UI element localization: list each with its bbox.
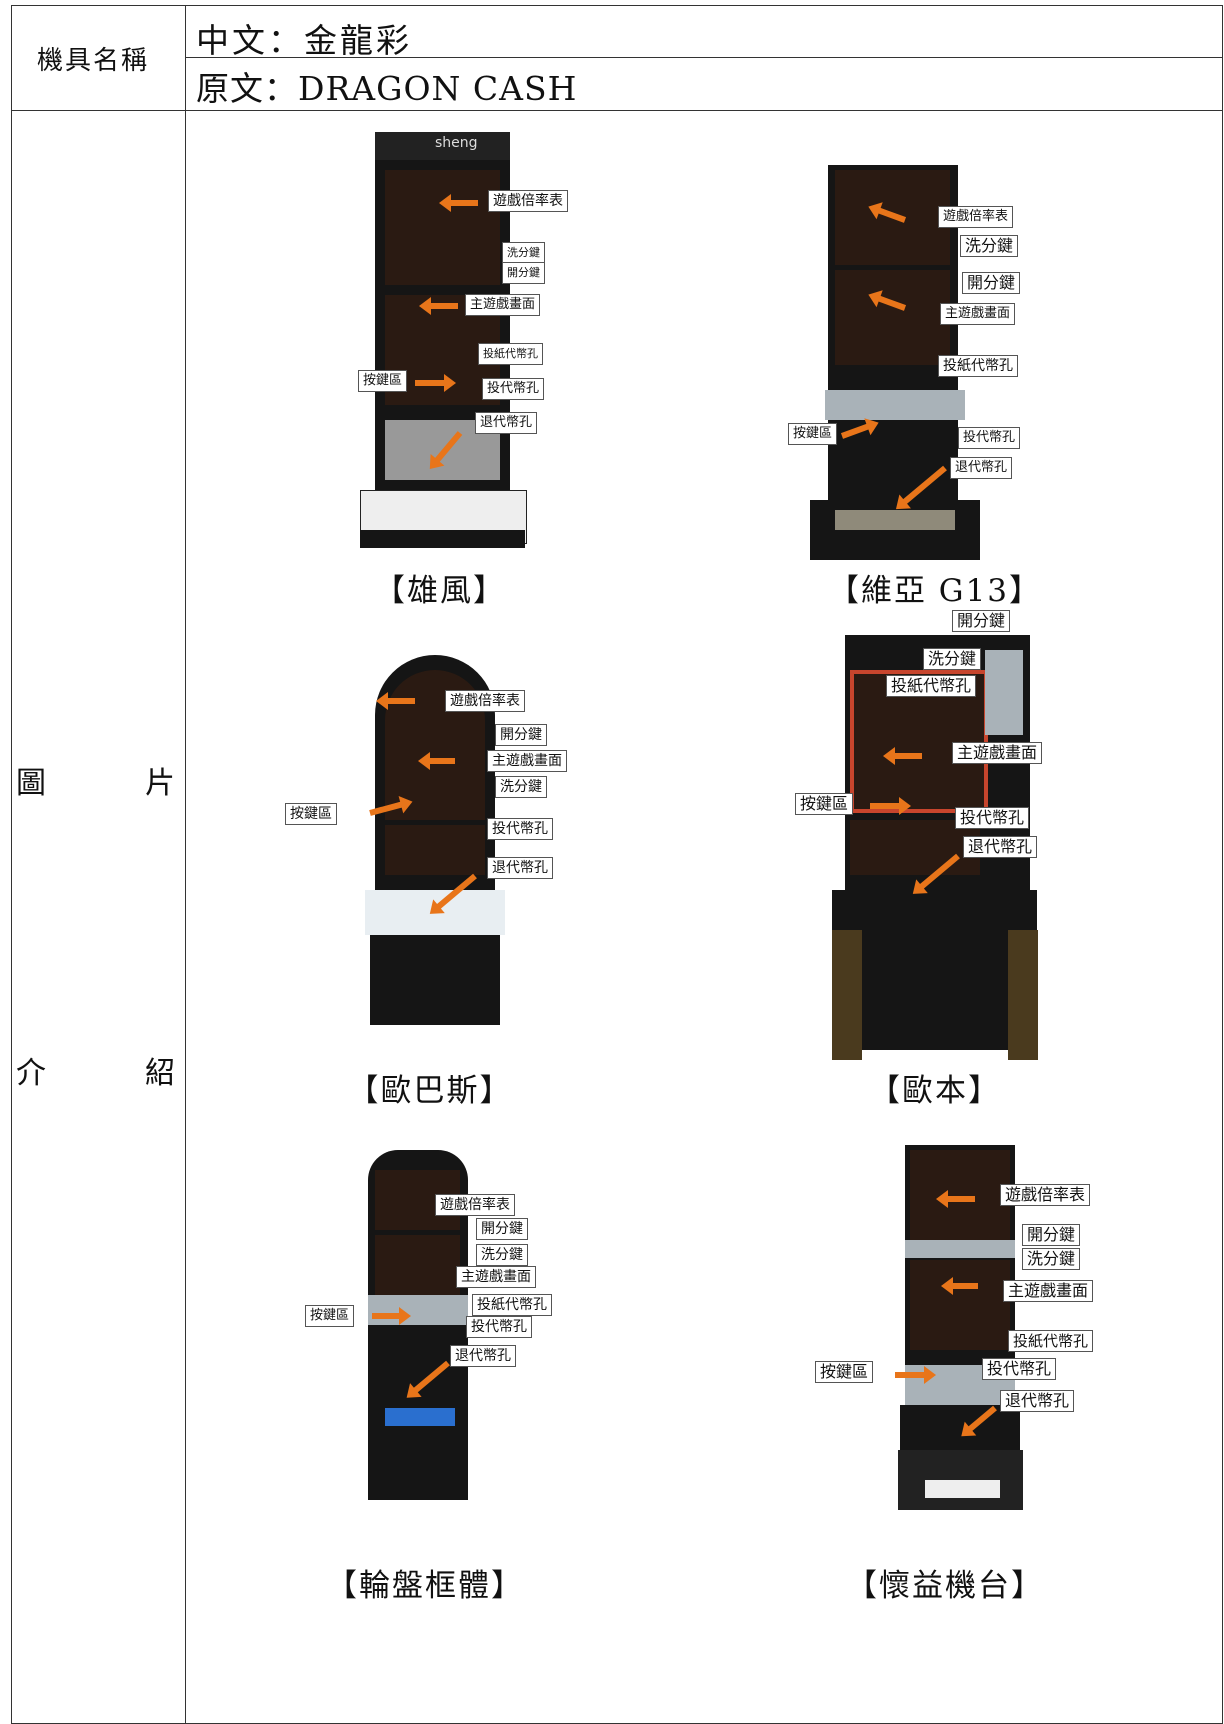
callout-label: 投紙代幣孔 [478, 343, 543, 365]
callout-label: 開分鍵 [1022, 1224, 1081, 1246]
machine-caption: 【歐本】 [869, 1073, 1001, 1109]
machine-caption: 【維亞 G13】 [827, 573, 1043, 609]
callout-label: 退代幣孔 [963, 836, 1038, 858]
callout-label: 投代幣孔 [955, 807, 1030, 829]
brand-logo: sheng [435, 135, 478, 151]
chinese-name: 中文：金龍彩 [196, 21, 412, 60]
machine-name-label: 機具名稱 [37, 46, 150, 76]
callout-label: 主遊戲畫面 [940, 303, 1016, 325]
callout-label: 洗分鍵 [960, 235, 1019, 257]
callout-label: 遊戲倍率表 [488, 190, 568, 212]
machine-photo-huaiyi: 遊戲倍率表 開分鍵 洗分鍵 主遊戲畫面 投紙代幣孔 按鍵區 投代幣孔 退代幣孔 [810, 1140, 1110, 1520]
callout-label: 開分鍵 [502, 262, 545, 284]
callout-label: 主遊戲畫面 [952, 742, 1043, 764]
machine-caption: 【歐巴斯】 [347, 1073, 513, 1109]
callout-label: 按鍵區 [795, 793, 854, 815]
callout-label: 按鍵區 [815, 1361, 874, 1383]
callout-label: 按鍵區 [305, 1305, 355, 1327]
callout-label: 退代幣孔 [1000, 1390, 1075, 1412]
machine-caption: 【輪盤框體】 [326, 1568, 524, 1604]
original-name: 原文：DRAGON CASH [196, 69, 578, 108]
callout-label: 按鍵區 [285, 803, 337, 825]
callout-label: 開分鍵 [952, 610, 1011, 632]
callout-label: 主遊戲畫面 [465, 294, 541, 316]
callout-label: 開分鍵 [962, 272, 1021, 294]
callout-label: 遊戲倍率表 [1000, 1184, 1091, 1206]
machine-photo-ouben: 開分鍵 洗分鍵 投紙代幣孔 主遊戲畫面 按鍵區 投代幣孔 退代幣孔 [790, 610, 1090, 1060]
machine-caption: 【雄風】 [374, 573, 506, 609]
machine-photo-oubasi: 遊戲倍率表 開分鍵 主遊戲畫面 洗分鍵 按鍵區 投代幣孔 退代幣孔 [285, 630, 590, 1030]
callout-label: 投紙代幣孔 [886, 675, 977, 697]
table-row-divider [185, 57, 1223, 58]
callout-label: 洗分鍵 [476, 1244, 528, 1266]
callout-label: 投代幣孔 [482, 378, 545, 400]
callout-label: 按鍵區 [358, 370, 408, 392]
callout-label: 遊戲倍率表 [435, 1194, 515, 1216]
machine-photo-weiya-g13: 遊戲倍率表 洗分鍵 開分鍵 主遊戲畫面 投紙代幣孔 按鍵區 投代幣孔 退代幣孔 [788, 165, 1050, 565]
machine-photo-roulette-frame: 遊戲倍率表 開分鍵 洗分鍵 主遊戲畫面 按鍵區 投紙代幣孔 投代幣孔 退代幣孔 [300, 1150, 570, 1510]
machine-caption: 【懷益機台】 [846, 1568, 1044, 1604]
callout-label: 退代幣孔 [450, 1345, 516, 1367]
callout-label: 開分鍵 [495, 724, 547, 746]
section-label-char: 紹 [145, 1056, 175, 1091]
callout-label: 投代幣孔 [982, 1358, 1057, 1380]
callout-label: 退代幣孔 [950, 457, 1013, 479]
callout-label: 退代幣孔 [475, 412, 538, 434]
callout-label: 退代幣孔 [487, 857, 553, 879]
machine-photo-xiongfeng: sheng 遊戲倍率表 洗分鍵 開分鍵 主遊戲畫面 投紙代幣孔 按鍵區 投代幣孔… [340, 130, 580, 550]
callout-label: 洗分鍵 [495, 776, 547, 798]
callout-label: 按鍵區 [788, 423, 838, 445]
callout-label: 投代幣孔 [466, 1316, 532, 1338]
table-row-divider [11, 110, 1223, 111]
table-column-divider [185, 5, 186, 1724]
section-label-char: 介 [16, 1056, 46, 1091]
callout-label: 投代幣孔 [487, 818, 553, 840]
callout-label: 洗分鍵 [923, 648, 982, 670]
callout-label: 主遊戲畫面 [456, 1266, 536, 1288]
callout-label: 投紙代幣孔 [1008, 1330, 1094, 1352]
callout-label: 主遊戲畫面 [487, 750, 567, 772]
section-label-char: 圖 [16, 766, 46, 801]
callout-label: 主遊戲畫面 [1003, 1280, 1094, 1302]
callout-label: 洗分鍵 [502, 242, 545, 264]
callout-label: 投紙代幣孔 [938, 355, 1018, 377]
callout-label: 投紙代幣孔 [472, 1294, 552, 1316]
callout-label: 遊戲倍率表 [938, 206, 1014, 228]
callout-label: 開分鍵 [476, 1218, 528, 1240]
section-label-char: 片 [145, 766, 175, 801]
callout-label: 洗分鍵 [1022, 1248, 1081, 1270]
callout-label: 遊戲倍率表 [445, 690, 525, 712]
callout-label: 投代幣孔 [958, 427, 1021, 449]
